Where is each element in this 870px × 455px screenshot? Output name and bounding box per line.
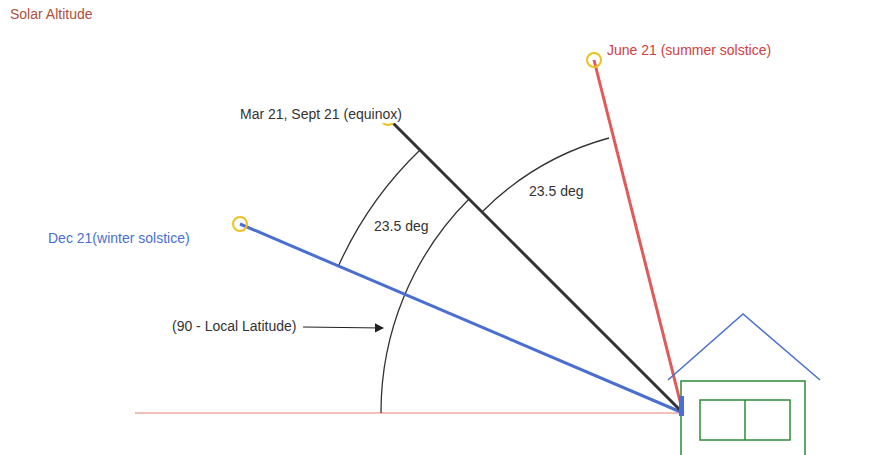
angle-label: 23.5 deg [372,218,431,235]
angle-label: (90 - Local Latitude) [170,318,299,335]
summer-ray [594,60,683,413]
angle-label: 23.5 deg [527,183,586,200]
sun-symbol [233,217,247,231]
leader-arrow [303,327,383,328]
equinox-label: Mar 21, Sept 21 (equinox) [238,106,404,123]
diagram-title: Solar Altitude [8,6,95,23]
angle-arc [338,150,420,267]
ground-line [135,412,683,414]
winter-ray [240,224,683,413]
wall-opening [679,396,684,416]
window-divider [744,400,746,440]
house-wall [681,381,805,455]
sun-symbol [587,53,601,67]
house-window [700,400,790,440]
equinox-ray [388,118,683,413]
solstice-label: Dec 21(winter solstice) [46,230,192,247]
angle-arc [482,138,609,212]
house-roof [668,314,820,380]
solstice-label: June 21 (summer solstice) [605,42,773,59]
